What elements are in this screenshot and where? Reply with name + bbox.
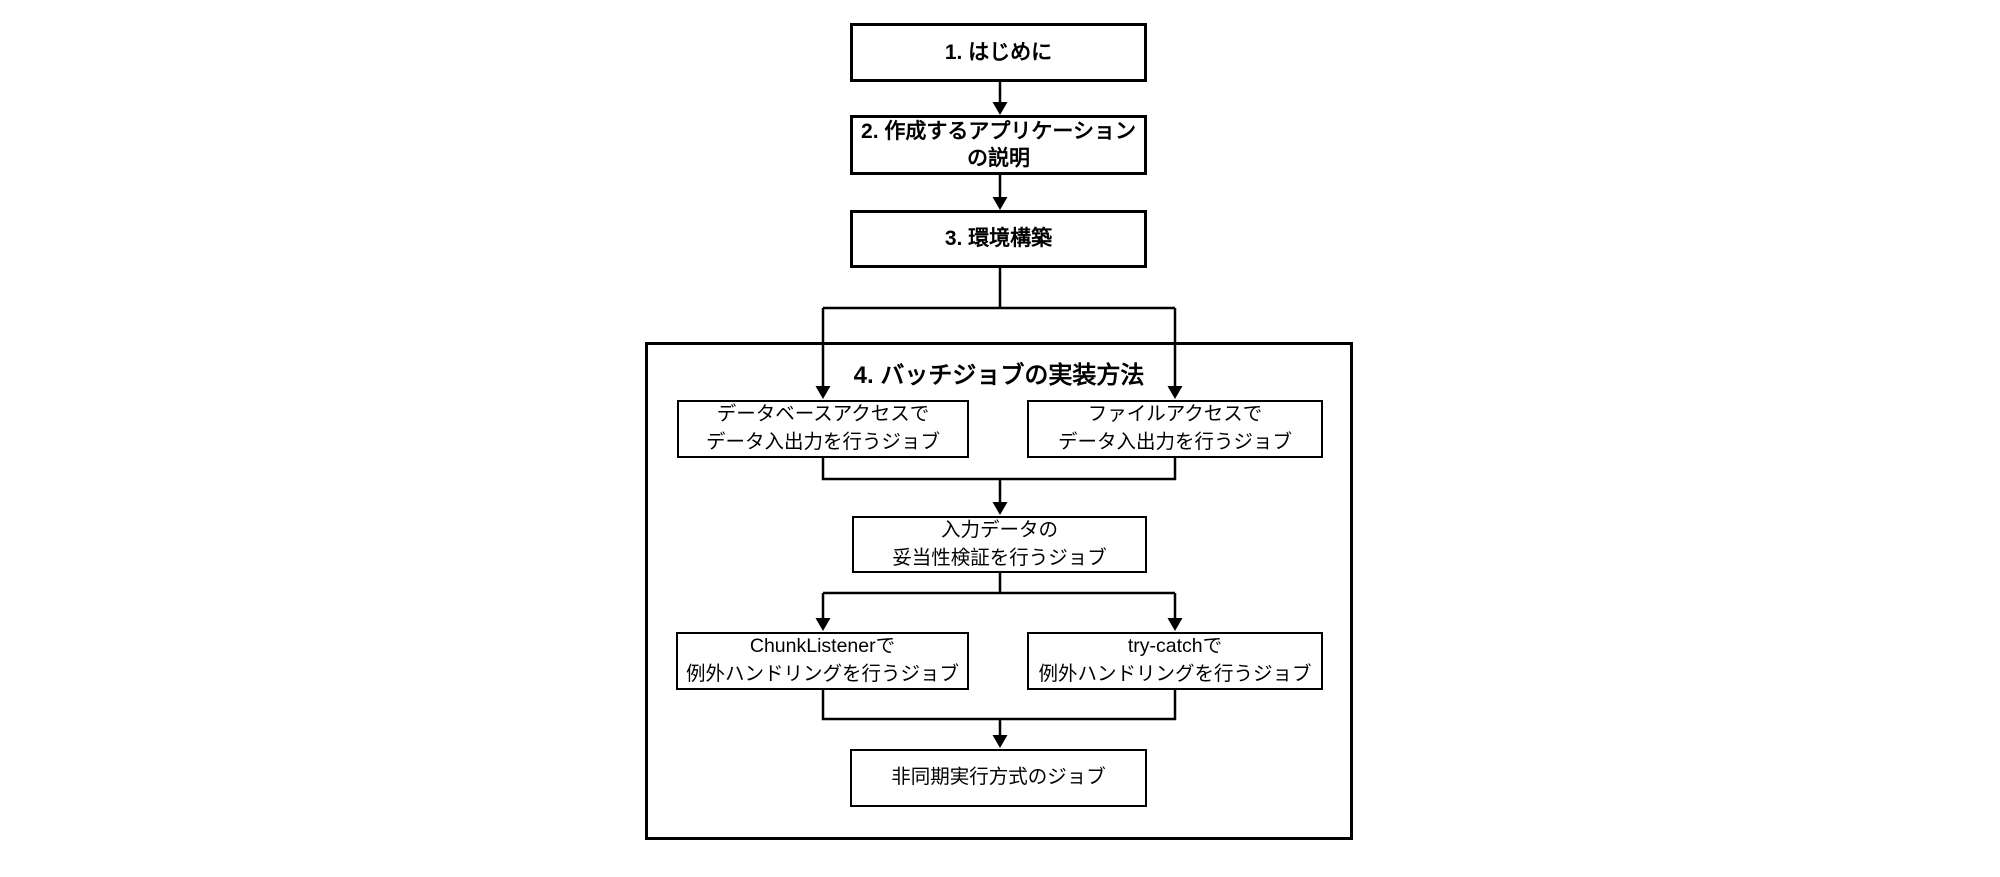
- node-step3-label: 3. 環境構築: [944, 227, 1053, 251]
- connector-step2-step3: [992, 175, 1008, 210]
- node-db-job-label: データベースアクセスで データ入出力を行うジョブ: [705, 403, 940, 453]
- node-step1: 1. はじめに: [850, 23, 1147, 82]
- node-step2: 2. 作成するアプリケーション の説明: [850, 115, 1147, 175]
- section-step4: 4. バッチジョブの実装方法: [645, 342, 1353, 840]
- node-step3: 3. 環境構築: [850, 210, 1147, 268]
- node-chunk-listener-job: ChunkListenerで 例外ハンドリングを行うジョブ: [676, 632, 969, 690]
- node-file-job-label: ファイルアクセスで データ入出力を行うジョブ: [1057, 403, 1292, 453]
- node-file-job: ファイルアクセスで データ入出力を行うジョブ: [1027, 400, 1323, 458]
- node-validation-job-label: 入力データの 妥当性検証を行うジョブ: [892, 518, 1107, 569]
- node-async-job-label: 非同期実行方式のジョブ: [891, 766, 1106, 789]
- node-chunk-listener-job-label: ChunkListenerで 例外ハンドリングを行うジョブ: [685, 635, 959, 685]
- node-db-job: データベースアクセスで データ入出力を行うジョブ: [677, 400, 969, 458]
- node-async-job: 非同期実行方式のジョブ: [850, 749, 1147, 807]
- node-try-catch-job: try-catchで 例外ハンドリングを行うジョブ: [1027, 632, 1323, 690]
- node-try-catch-job-label: try-catchで 例外ハンドリングを行うジョブ: [1038, 635, 1312, 685]
- connector-step1-step2: [992, 82, 1008, 115]
- arrow-down-icon: [992, 102, 1008, 115]
- node-step2-label: 2. 作成するアプリケーション の説明: [861, 119, 1136, 170]
- arrow-down-icon: [992, 197, 1008, 210]
- node-validation-job: 入力データの 妥当性検証を行うジョブ: [852, 516, 1147, 573]
- section-step4-title: 4. バッチジョブの実装方法: [853, 362, 1145, 389]
- node-step1-label: 1. はじめに: [944, 40, 1053, 64]
